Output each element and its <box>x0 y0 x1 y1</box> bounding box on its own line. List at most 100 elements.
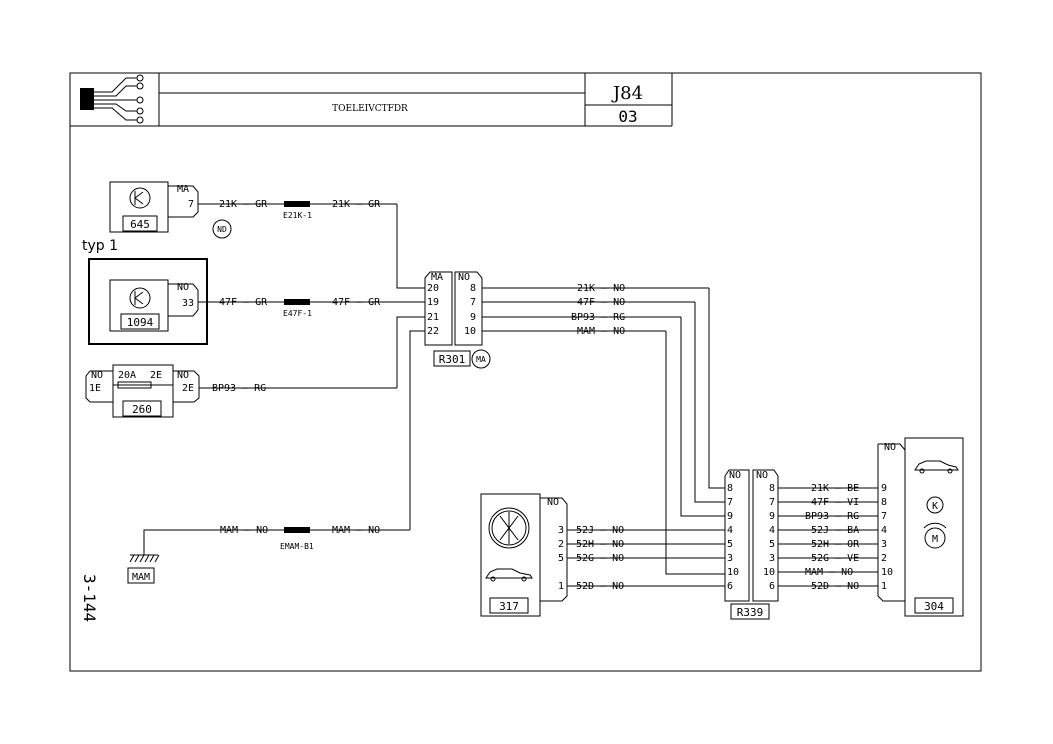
wire-304: MAM — NO <box>805 567 853 578</box>
r339-right-pin: 8 <box>769 483 775 494</box>
nd-mark <box>212 219 232 239</box>
wire-1094b-label: 47F — GR <box>332 297 381 308</box>
wire-r301-out: BP93 — RG <box>571 312 625 323</box>
c317-pin: 2 <box>558 539 564 550</box>
r339-left-color: NO <box>729 470 741 481</box>
connector-r339-id: R339 <box>737 606 764 619</box>
wire-304: 52H — OR <box>811 539 860 550</box>
c260-left-pin: 1E <box>89 383 101 394</box>
wire-260-label: BP93 — RG <box>212 383 266 394</box>
r339-left-pin: 8 <box>727 483 733 494</box>
c304-pin: 10 <box>881 567 893 578</box>
splice-e21k-label: E21K-1 <box>283 211 312 220</box>
splice-emam-label: EMAM-B1 <box>280 542 314 551</box>
outer-frame <box>69 72 982 672</box>
c304-pin: 2 <box>881 553 887 564</box>
c260-right-pin: 2E <box>182 383 194 394</box>
component-317: 317 NO 3 2 5 1 <box>480 493 568 617</box>
sensor-icon <box>129 287 151 309</box>
r301-left-pin: 21 <box>427 312 439 323</box>
r339-right-pin: 5 <box>769 539 775 550</box>
component-317-id: 317 <box>499 600 519 613</box>
c304-pin: 4 <box>881 525 887 536</box>
component-260-id: 260 <box>132 403 152 416</box>
r339-left-pin: 6 <box>727 581 733 592</box>
wire-r301-out: 47F — NO <box>577 297 625 308</box>
splice-e21k <box>284 201 310 207</box>
wire-mam-b-label: MAM — NO <box>332 525 380 536</box>
connector-r339: NO NO 8 7 9 4 5 3 10 6 8 7 9 4 5 3 10 6 … <box>724 469 779 620</box>
diagram-revision: 03 <box>618 107 637 126</box>
r339-right-pin: 4 <box>769 525 775 536</box>
r339-right-pin: 9 <box>769 511 775 522</box>
wire-645b-label: 21K — GR <box>332 199 381 210</box>
c317-pin: 5 <box>558 553 564 564</box>
c304-pin: 9 <box>881 483 887 494</box>
r339-right-pin: 10 <box>763 567 775 578</box>
wire-317: 52H — NO <box>576 539 624 550</box>
wire-r301-out: 21K — NO <box>577 283 625 294</box>
c304-pin: 3 <box>881 539 887 550</box>
wire-645a-label: 21K — GR <box>219 199 268 210</box>
nd-mark-label: ND <box>217 225 227 234</box>
wire-304: 21K — BE <box>811 483 859 494</box>
c317-pin: 1 <box>558 581 564 592</box>
wire-304: 52J — BA <box>811 525 859 536</box>
c1094-color: NO <box>177 282 189 293</box>
connector-logo-icon <box>80 74 144 124</box>
r339-right-pin: 6 <box>769 581 775 592</box>
c317-pin: 3 <box>558 525 564 536</box>
typ-label: typ 1 <box>82 238 118 254</box>
r301-left-pin: 20 <box>427 283 439 294</box>
r339-right-pin: 3 <box>769 553 775 564</box>
r339-left-pin: 9 <box>727 511 733 522</box>
fuse-rating: 20A <box>118 370 136 381</box>
page-title: TOELEIVCTFDR <box>332 104 408 114</box>
connector-r301-id: R301 <box>439 353 466 366</box>
component-1094: 1094 NO 33 <box>109 279 199 332</box>
component-260: 260 20A 2E NO 1E NO 2E <box>85 364 200 418</box>
r339-left-pin: 7 <box>727 497 733 508</box>
r339-right-pin: 7 <box>769 497 775 508</box>
r301-right-color: NO <box>458 272 470 283</box>
c304-pin: 8 <box>881 497 887 508</box>
wire-317: 52J — NO <box>576 525 624 536</box>
r339-left-pin: 3 <box>727 553 733 564</box>
ground-mam-id: MAM <box>132 572 150 583</box>
car-icon <box>485 568 533 582</box>
relay-k-icon: K <box>926 496 944 514</box>
c645-pin: 7 <box>188 199 194 210</box>
header-block: TOELEIVCTFDR J84 03 <box>70 73 673 127</box>
connector-r301: MA NO 20 19 21 22 8 7 9 10 R301 MA <box>424 271 491 369</box>
r339-left-pin: 4 <box>727 525 733 536</box>
fuse-pin: 2E <box>150 370 162 381</box>
r301-right-pin: 9 <box>470 312 476 323</box>
component-645: 645 MA 7 <box>109 181 199 233</box>
splice-e47f <box>284 299 310 305</box>
r339-right-color: NO <box>756 470 768 481</box>
component-304: 304 NO 9 8 7 4 3 2 10 1 K M <box>877 437 964 617</box>
relay-k-label: K <box>932 501 938 512</box>
c1094-pin: 33 <box>182 298 194 309</box>
diagram-code: J84 <box>611 83 643 104</box>
ground-mam: MAM <box>127 554 160 584</box>
c260-left-color: NO <box>91 370 103 381</box>
c260-right-color: NO <box>177 370 189 381</box>
wire-317: 52D — NO <box>576 581 624 592</box>
c317-color: NO <box>547 497 559 508</box>
c304-color: NO <box>884 442 896 453</box>
r301-right-pin: 8 <box>470 283 476 294</box>
wire-mam-a-label: MAM — NO <box>220 525 268 536</box>
motor-label: M <box>932 534 938 545</box>
wire-r301-out: MAM — NO <box>577 326 625 337</box>
component-304-id: 304 <box>924 600 944 613</box>
component-1094-id: 1094 <box>127 316 154 329</box>
page-reference: 3-144 <box>80 574 99 622</box>
r301-left-color: MA <box>431 272 443 283</box>
wire-304: 52D — NO <box>811 581 859 592</box>
motor-icon: M <box>923 522 947 549</box>
wire-317: 52G — NO <box>576 553 624 564</box>
clock-icon <box>488 507 530 549</box>
c304-pin: 1 <box>881 581 887 592</box>
